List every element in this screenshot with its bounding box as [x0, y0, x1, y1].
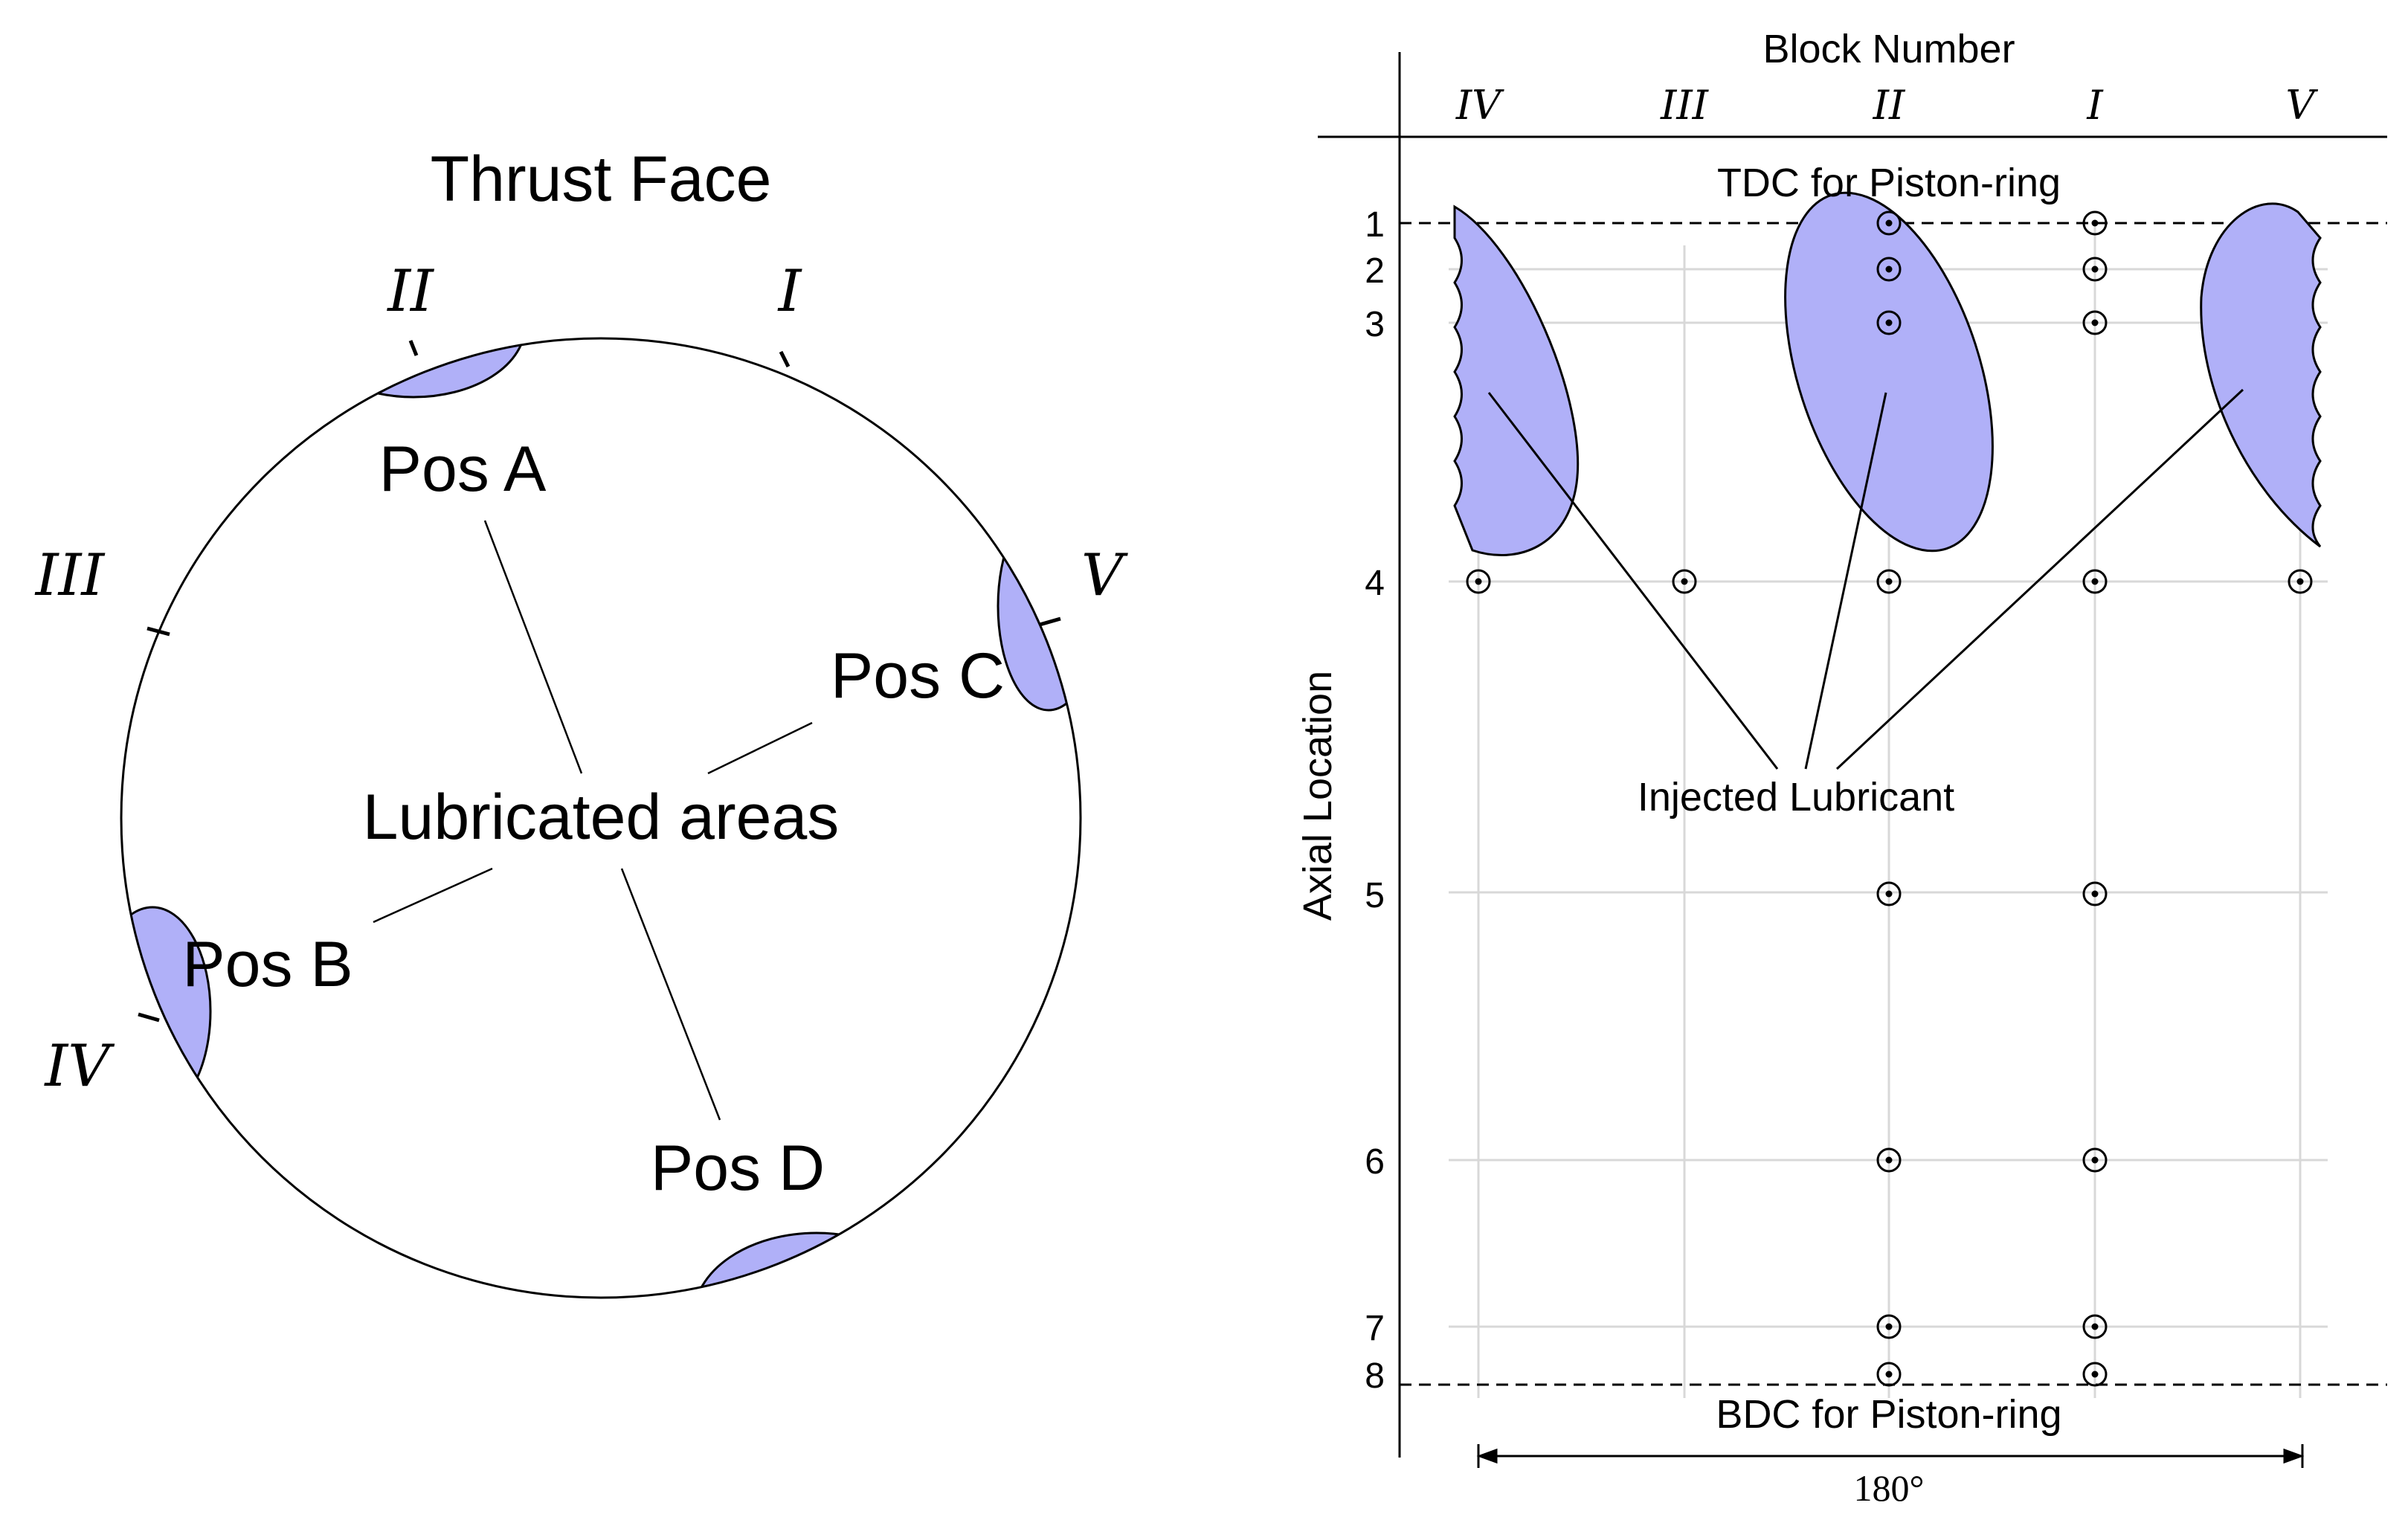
- point-i-6: [2082, 1147, 2108, 1173]
- pos-c-label: Pos C: [831, 640, 1005, 712]
- patch-pos-d: [692, 1231, 941, 1298]
- point-i-7: [2082, 1314, 2108, 1339]
- axial-row-label: 6: [1365, 1142, 1385, 1182]
- tick-i: [779, 350, 791, 368]
- axial-row-label: 3: [1365, 305, 1385, 344]
- lubricant-leaders: [1487, 388, 2244, 770]
- lubricant-patch-v: [2200, 202, 2322, 548]
- pos-d-label: Pos D: [651, 1133, 825, 1204]
- point-ii-2: [1876, 257, 1902, 282]
- point-ii-5: [1876, 881, 1902, 906]
- axial-row-label: 1: [1365, 205, 1385, 245]
- point-i-8: [2082, 1362, 2108, 1387]
- point-i-1: [2082, 210, 2108, 236]
- injected-lubricant-label: Injected Lubricant: [1638, 775, 1954, 819]
- pos-a-label: Pos A: [379, 434, 547, 505]
- axial-row-labels: 1 2 3 4 5 6 7 8: [1365, 205, 1385, 1396]
- pos-b-label: Pos B: [182, 929, 352, 1000]
- center-label: Lubricated areas: [363, 782, 840, 853]
- block-mark-iii: III: [34, 542, 106, 609]
- cylinder-circle: [120, 337, 1082, 1299]
- point-ii-8: [1876, 1362, 1902, 1387]
- point-ii-6: [1876, 1147, 1902, 1173]
- point-v-4: [2288, 569, 2313, 594]
- block-mark-ii: II: [386, 258, 435, 325]
- axial-location-label: Axial Location: [1295, 671, 1340, 921]
- axial-row-label: 5: [1365, 876, 1385, 915]
- span-arrow: [1476, 1444, 2305, 1468]
- tick-ii: [408, 340, 419, 356]
- point-iv-4: [1466, 569, 1491, 594]
- lubricant-patch-ii: [1784, 191, 1994, 553]
- block-ticks: [138, 340, 1061, 1023]
- tick-v: [1039, 616, 1061, 627]
- block-mark-iv: IV: [43, 1033, 115, 1100]
- block-mark-i: I: [777, 258, 803, 325]
- tdc-label: TDC for Piston-ring: [1717, 161, 2061, 205]
- tick-iii: [147, 626, 170, 637]
- leader-lines: [373, 520, 813, 1121]
- span-label: 180°: [1854, 1467, 1925, 1509]
- point-i-4: [2082, 569, 2108, 594]
- axial-row-label: 2: [1365, 251, 1385, 291]
- point-ii-3: [1876, 310, 1902, 335]
- point-ii-1: [1876, 210, 1902, 236]
- block-column-label: I: [2086, 82, 2104, 129]
- point-i-2: [2082, 257, 2108, 282]
- point-i-5: [2082, 881, 2108, 906]
- block-column-label: III: [1660, 82, 1710, 129]
- tick-iv: [138, 1012, 160, 1023]
- point-ii-4: [1876, 569, 1902, 594]
- point-ii-7: [1876, 1314, 1902, 1339]
- point-i-3: [2082, 310, 2108, 335]
- thrust-face-title: Thrust Face: [431, 144, 772, 215]
- measurement-points: [1466, 210, 2313, 1387]
- lubricant-patch-iv: [1453, 205, 1580, 556]
- block-number-header: Block Number: [1762, 27, 2015, 71]
- block-column-label: II: [1873, 82, 1906, 129]
- block-column-label: V: [2286, 82, 2319, 129]
- thrust-face-diagram: Thrust Face Lubricated areas Pos A Pos C…: [34, 144, 1128, 1299]
- bdc-label: BDC for Piston-ring: [1716, 1392, 2061, 1437]
- block-column-label: IV: [1455, 82, 1504, 129]
- point-iii-4: [1672, 569, 1697, 594]
- axial-row-label: 4: [1365, 564, 1385, 603]
- axial-row-label: 8: [1365, 1356, 1385, 1396]
- block-mark-v: V: [1081, 542, 1128, 609]
- axial-row-label: 7: [1365, 1309, 1385, 1348]
